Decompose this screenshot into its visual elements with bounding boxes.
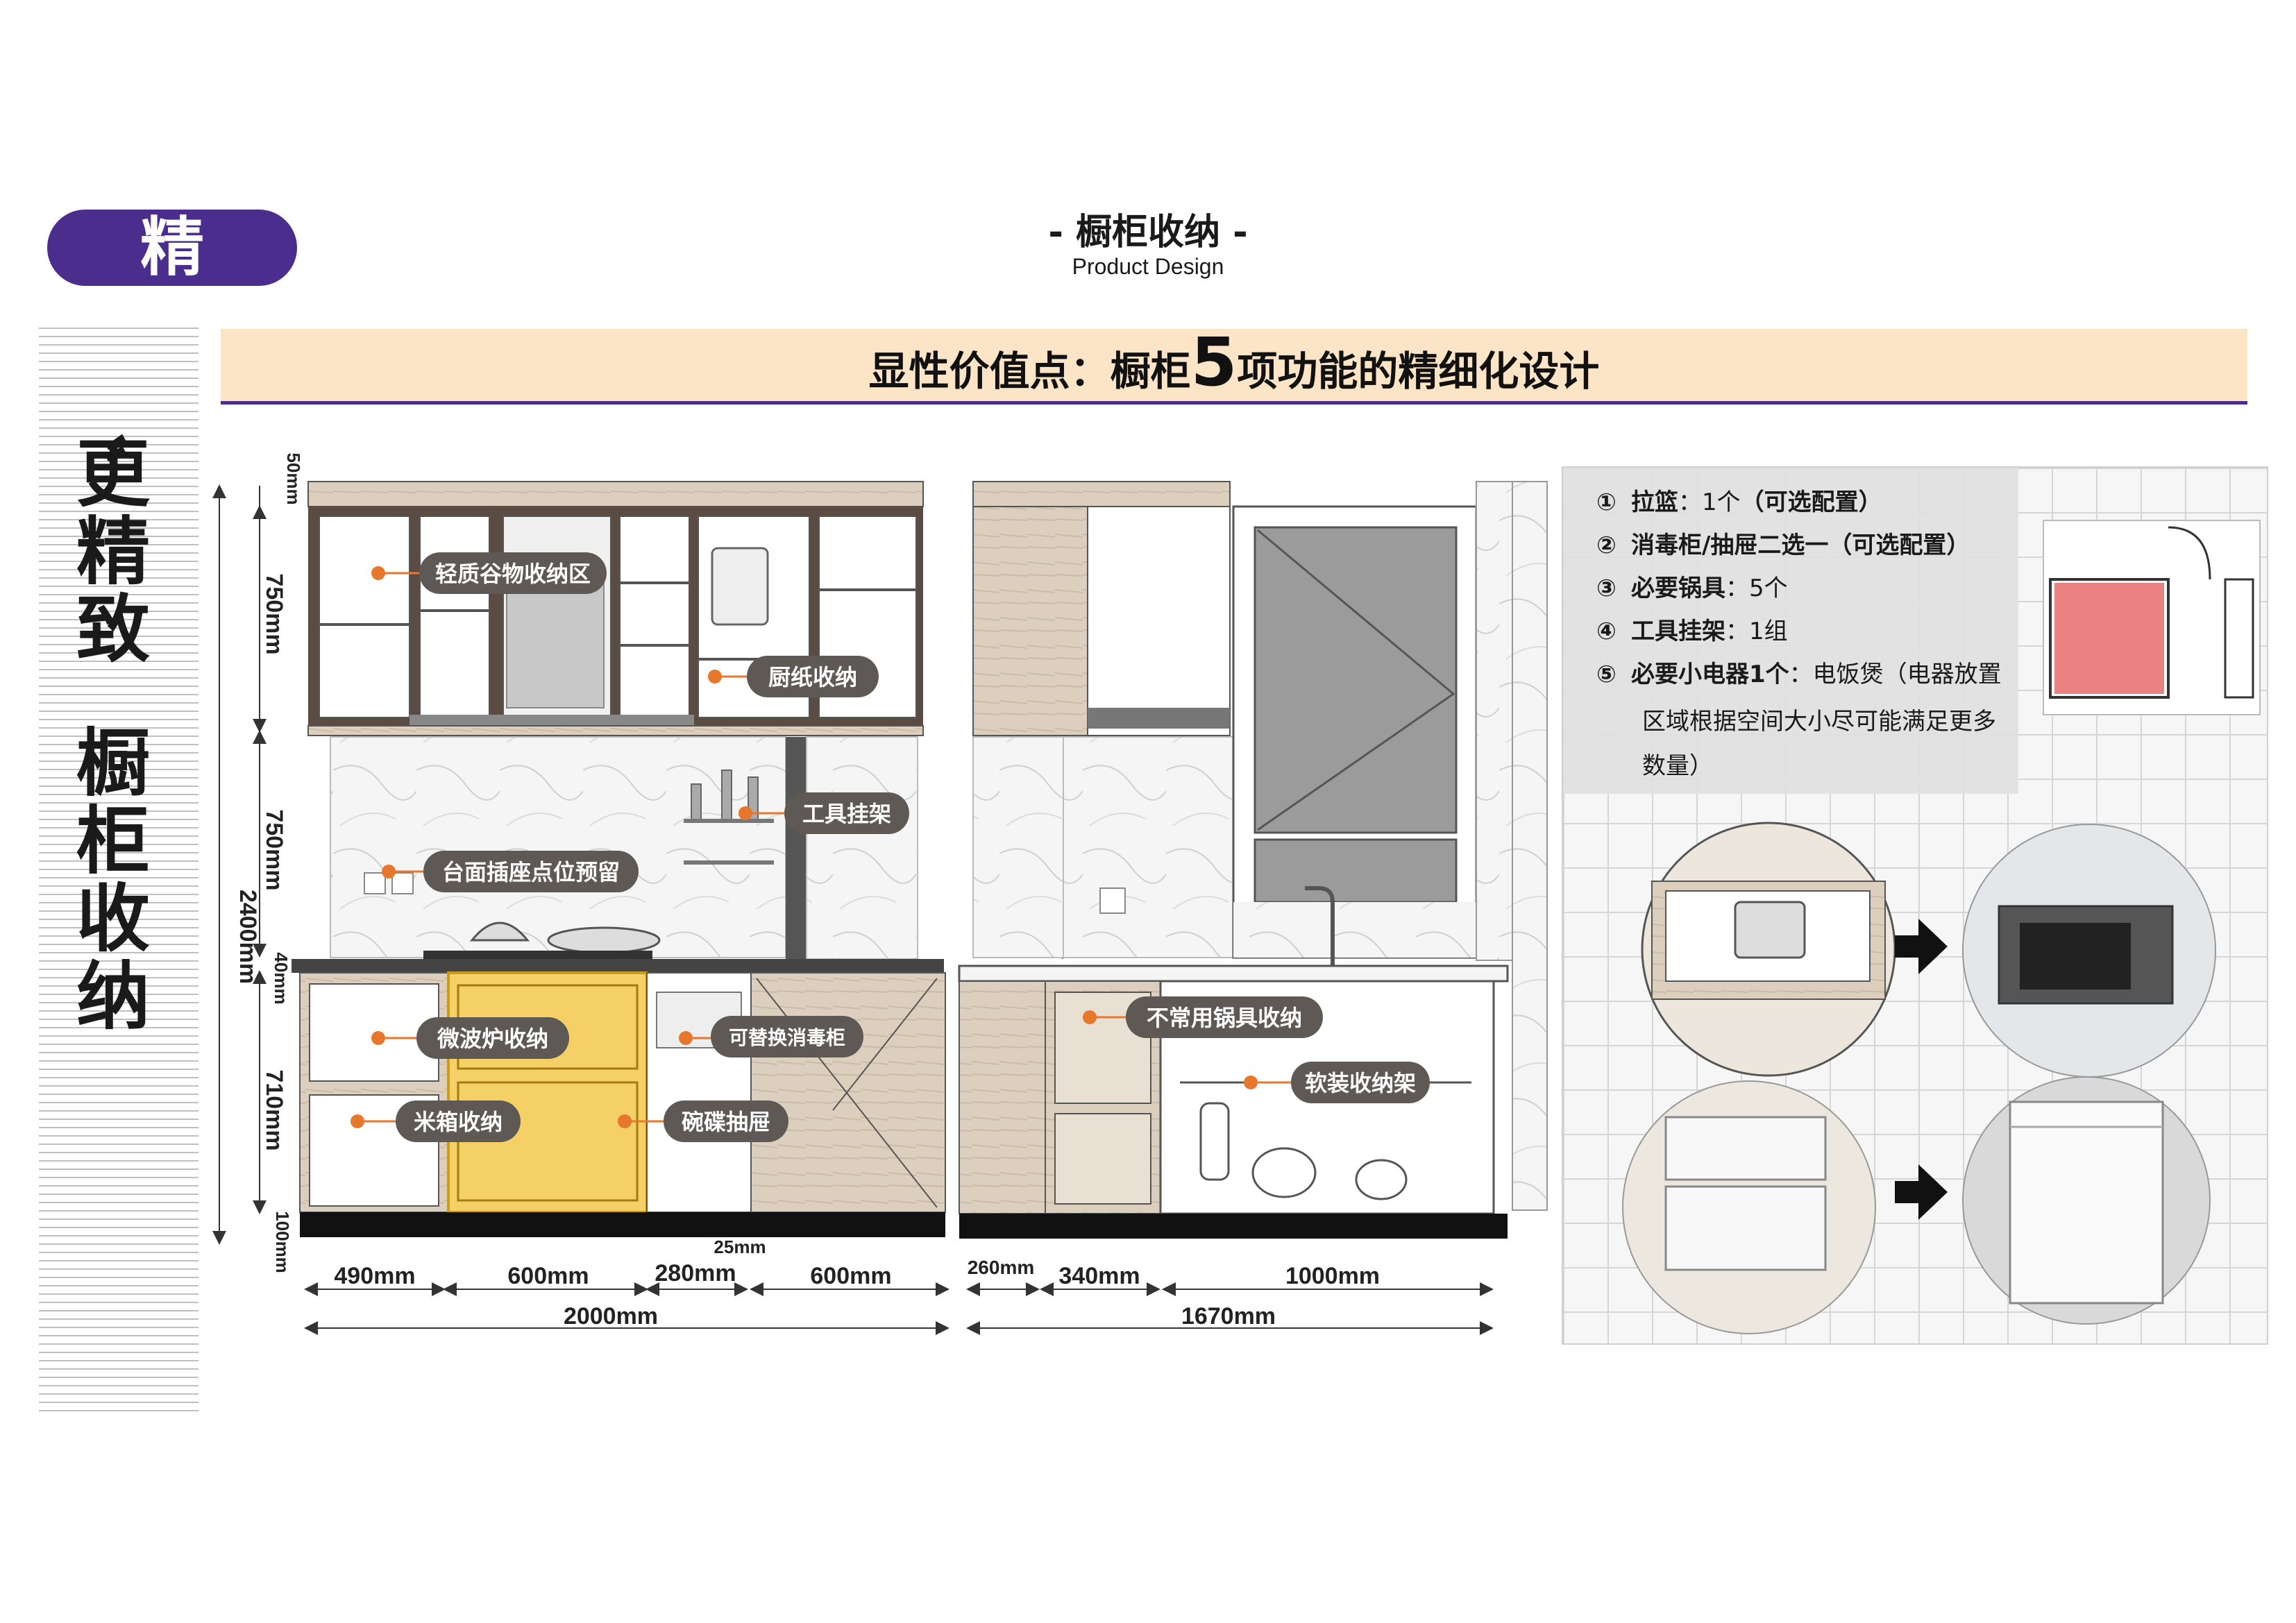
upper-cabinets-left bbox=[307, 481, 924, 736]
banner-number: 5 bbox=[1190, 323, 1238, 401]
dim-h-600a: 600mm bbox=[507, 1263, 589, 1289]
dim-h-340: 340mm bbox=[1058, 1263, 1140, 1289]
spec-num: ⑤ bbox=[1596, 661, 1617, 688]
spec-num: ① bbox=[1596, 488, 1617, 516]
circle-photo-microwave bbox=[1962, 824, 2216, 1078]
cabinet-elevation-drawing: 2400mm 50mm 750mm 750mm 40mm 710mm 100mm… bbox=[212, 452, 2261, 1335]
dim-h-260: 260mm bbox=[968, 1257, 1035, 1278]
arrow-right-icon bbox=[1895, 919, 1948, 974]
callout-rice-label: 米箱收纳 bbox=[414, 1109, 503, 1135]
side-stripes bbox=[39, 328, 199, 1418]
callout-rice: 米箱收纳 bbox=[351, 1101, 521, 1142]
callout-grain-label: 轻质谷物收纳区 bbox=[435, 561, 591, 587]
callouts: 轻质谷物收纳区 厨纸收纳 工具挂架 台面插座点位预留 微波炉收纳 可替换消毒柜 bbox=[351, 552, 1430, 1142]
dim-h-1000: 1000mm bbox=[1285, 1263, 1380, 1289]
callout-steril: 可替换消毒柜 bbox=[679, 1016, 863, 1057]
banner-title: 显性价值点：橱柜5项功能的精细化设计 bbox=[221, 329, 2247, 404]
dim-v-750b: 750mm bbox=[261, 809, 287, 890]
banner-suffix: 项功能的精细化设计 bbox=[1237, 348, 1600, 395]
callout-pots-label: 不常用锅具收纳 bbox=[1147, 1005, 1302, 1031]
banner-underline bbox=[221, 401, 2247, 405]
callout-paper: 厨纸收纳 bbox=[708, 656, 879, 697]
dim-v-750a: 750mm bbox=[261, 573, 287, 654]
toe-kick-left bbox=[300, 1212, 945, 1237]
dim-h-600b: 600mm bbox=[810, 1263, 891, 1289]
spec-key: 必要小电器1个 bbox=[1631, 661, 1789, 688]
spec-value: 1组 bbox=[1749, 618, 1788, 645]
dim-v-100: 100mm bbox=[272, 1211, 293, 1273]
callout-paper-label: 厨纸收纳 bbox=[768, 664, 857, 690]
spec-num: ② bbox=[1596, 532, 1617, 559]
callout-pots: 不常用锅具收纳 bbox=[1083, 996, 1323, 1038]
spec-key: 工具挂架 bbox=[1631, 618, 1725, 645]
spec-key: 消毒柜/抽屉二选一 bbox=[1631, 532, 1829, 559]
dim-v-40: 40mm bbox=[271, 952, 292, 1004]
countertop-left bbox=[292, 959, 944, 973]
spec-key: 拉篮 bbox=[1631, 488, 1678, 516]
dim-v-710: 710mm bbox=[261, 1069, 287, 1150]
dim-h-1670: 1670mm bbox=[1181, 1303, 1276, 1329]
spec-box bbox=[1563, 468, 2018, 794]
circle-photo-dishwasher bbox=[1962, 1076, 2211, 1325]
callout-tool-label: 工具挂架 bbox=[802, 801, 891, 827]
banner-prefix: 显性价值点：橱柜 bbox=[868, 348, 1191, 395]
spec-value: 1个 bbox=[1702, 488, 1741, 516]
callout-soft-label: 软装收纳架 bbox=[1305, 1070, 1416, 1096]
callout-grain: 轻质谷物收纳区 bbox=[371, 552, 607, 594]
arrow-right-icon bbox=[1895, 1164, 1948, 1220]
lower-cabinets-left bbox=[299, 971, 946, 1237]
callout-dish: 碗碟抽屉 bbox=[618, 1101, 788, 1142]
spec-note: （可选配置） bbox=[1740, 488, 1882, 516]
callout-microwave: 微波炉收纳 bbox=[371, 1017, 569, 1059]
spec-num: ④ bbox=[1596, 618, 1617, 645]
spec-item-2: ② 消毒柜/抽屉二选一（可选配置） bbox=[1596, 532, 1970, 559]
callout-dish-label: 碗碟抽屉 bbox=[682, 1109, 770, 1135]
side-title-line1: 更精致 bbox=[76, 432, 150, 672]
spec-num: ③ bbox=[1596, 575, 1617, 602]
spec-key: 必要锅具 bbox=[1631, 575, 1725, 602]
callout-socket: 台面插座点位预留 bbox=[382, 851, 639, 892]
dim-v-50: 50mm bbox=[283, 452, 304, 504]
backsplash-left bbox=[330, 736, 786, 958]
callout-steril-label: 可替换消毒柜 bbox=[729, 1026, 845, 1049]
callout-microwave-label: 微波炉收纳 bbox=[437, 1026, 548, 1052]
spec-note: （可选配置） bbox=[1828, 532, 1970, 559]
middle-elevation bbox=[958, 481, 1548, 1239]
banner bbox=[221, 329, 2247, 404]
dim-h-280: 280mm bbox=[655, 1260, 736, 1286]
dim-h-25: 25mm bbox=[714, 1237, 766, 1257]
page-subtitle: Product Design bbox=[1072, 254, 1224, 279]
spec-item-5-cont1: 区域根据空间大小尽可能满足更多 bbox=[1642, 708, 1996, 736]
side-quote-mark: 〞 bbox=[104, 431, 167, 504]
dim-v-total: 2400mm bbox=[235, 890, 261, 984]
badge: 精 bbox=[47, 210, 297, 286]
dim-h-2000: 2000mm bbox=[564, 1303, 658, 1329]
spec-value: 电饭煲（电器放置 bbox=[1812, 661, 2002, 688]
spec-value: 5个 bbox=[1749, 575, 1788, 602]
callout-tool: 工具挂架 bbox=[738, 792, 909, 834]
callout-soft: 软装收纳架 bbox=[1244, 1062, 1430, 1103]
callout-socket-label: 台面插座点位预留 bbox=[442, 859, 620, 885]
dim-h-490: 490mm bbox=[334, 1263, 415, 1289]
side-title-line2: 橱柜收纳 bbox=[76, 721, 150, 1039]
floor-plan-thumbnail bbox=[2043, 520, 2261, 715]
page-title: - 橱柜收纳 - bbox=[1048, 212, 1248, 253]
circle-photo-cabinet bbox=[1641, 822, 1896, 1077]
spec-item-5-cont2: 数量） bbox=[1642, 752, 1713, 780]
circle-photo-drawer bbox=[1622, 1080, 1876, 1334]
dimension-lines bbox=[212, 484, 1494, 1335]
